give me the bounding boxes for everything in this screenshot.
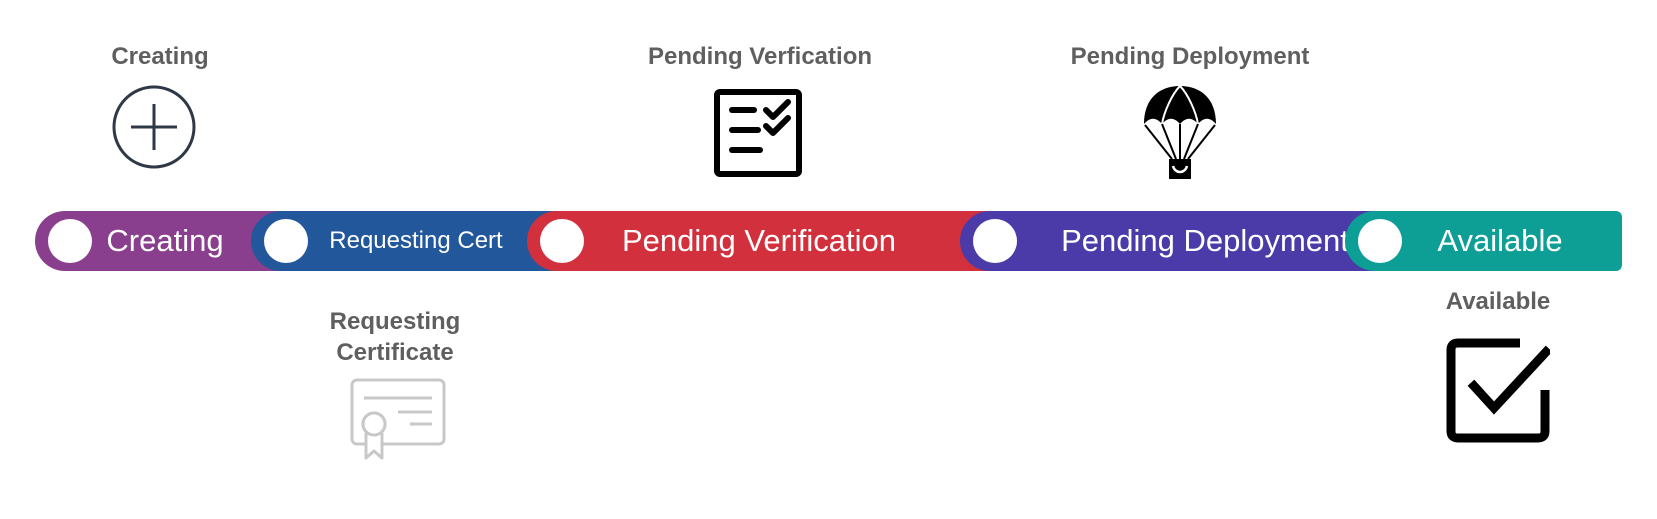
step-dot-creating (48, 219, 92, 263)
segment-requesting-cert: Requesting Cert (251, 211, 561, 271)
step-dot-available (1358, 219, 1402, 263)
label-available: Available (1445, 288, 1551, 315)
label-requesting-certificate: Requesting Certificate (300, 306, 490, 368)
label-pending-verification: Pending Verfication (647, 43, 873, 70)
step-dot-pending-verification (540, 219, 584, 263)
checklist-icon (714, 89, 802, 177)
segment-label-pending-verification: Pending Verification (621, 223, 897, 258)
step-dot-requesting-cert (264, 219, 308, 263)
segment-pending-verification: Pending Verification (527, 211, 1003, 271)
segment-pending-deployment: Pending Deployment (960, 211, 1400, 271)
label-requesting-line2: Certificate (336, 339, 454, 366)
plus-circle-icon (112, 85, 196, 169)
certificate-icon (350, 378, 448, 462)
checkbox-checked-icon (1446, 338, 1550, 444)
segment-label-requesting-cert: Requesting Cert (329, 227, 503, 254)
segment-label-available: Available (1437, 223, 1563, 258)
step-dot-pending-deployment (973, 219, 1017, 263)
label-pending-deployment: Pending Deployment (1070, 43, 1310, 70)
segment-label-creating: Creating (106, 223, 224, 258)
segment-label-pending-deployment: Pending Deployment (1061, 223, 1349, 258)
parachute-icon (1142, 84, 1218, 180)
label-creating: Creating (111, 43, 209, 70)
label-requesting-line1: Requesting (329, 308, 461, 335)
segment-available: Available (1345, 211, 1622, 271)
